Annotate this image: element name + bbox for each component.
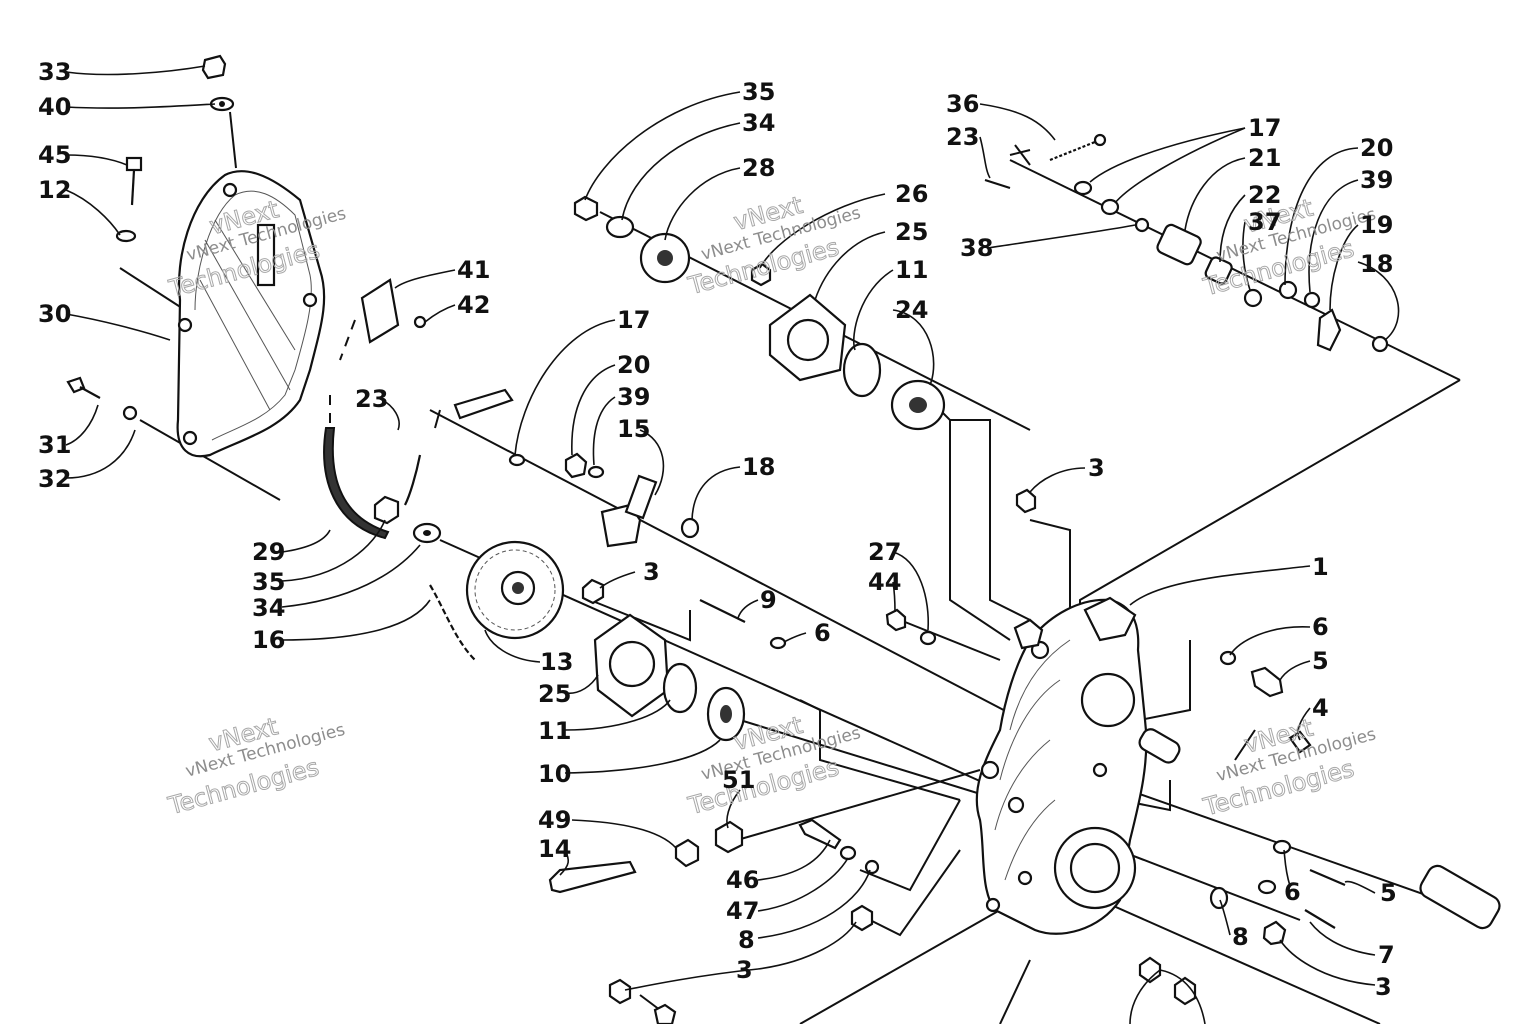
bearing-flange-lower — [593, 613, 746, 742]
callout-label: 26 — [895, 180, 928, 208]
callout-label: 24 — [895, 296, 928, 324]
callout-label: 51 — [722, 766, 755, 794]
callout-label: 42 — [457, 291, 490, 319]
driven-sprocket — [465, 540, 565, 640]
dashed-reference-lines — [329, 319, 356, 440]
callout-label: 34 — [742, 109, 775, 137]
callout-label: 6 — [1284, 878, 1301, 906]
callout-label: 3 — [1375, 973, 1392, 1001]
callout-label: 6 — [814, 619, 831, 647]
dipstick — [115, 156, 143, 243]
callout-label: 39 — [1360, 166, 1393, 194]
callout-label: 49 — [538, 806, 571, 834]
bottom-left-hardware — [548, 488, 1044, 1024]
tensioner-spring-assembly — [984, 133, 1389, 353]
callout-label: 32 — [38, 465, 71, 493]
callout-label: 3 — [643, 558, 660, 586]
callout-label: 46 — [726, 866, 759, 894]
callout-label: 27 — [868, 538, 901, 566]
callout-label: 16 — [252, 626, 285, 654]
lower-sprocket-nut-washer — [373, 495, 442, 544]
callout-label: 7 — [1378, 941, 1395, 969]
callout-label: 22 — [1248, 181, 1281, 209]
callout-label: 37 — [1248, 208, 1281, 236]
callout-label: 19 — [1360, 211, 1393, 239]
callout-label: 33 — [38, 58, 71, 86]
callout-label: 25 — [895, 218, 928, 246]
callout-label: 41 — [457, 256, 490, 284]
callout-label: 17 — [1248, 114, 1281, 142]
callout-label: 20 — [1360, 134, 1393, 162]
callout-label: 35 — [742, 78, 775, 106]
callout-label: 5 — [1380, 879, 1397, 907]
callout-label: 12 — [38, 176, 71, 204]
callout-label: 39 — [617, 383, 650, 411]
callout-label: 15 — [617, 415, 650, 443]
callout-label: 9 — [760, 586, 777, 614]
callout-label: 18 — [1360, 250, 1393, 278]
callout-label: 44 — [868, 568, 901, 596]
callout-label: 20 — [617, 351, 650, 379]
callout-label: 1 — [1312, 553, 1329, 581]
callout-label: 31 — [38, 431, 71, 459]
callout-label: 17 — [617, 306, 650, 334]
callout-label: 11 — [538, 717, 571, 745]
callout-label: 8 — [738, 926, 755, 954]
callout-label: 14 — [538, 835, 571, 863]
callout-label: 6 — [1312, 613, 1329, 641]
chain-case-cover — [176, 170, 326, 458]
callout-label: 38 — [960, 234, 993, 262]
callout-label: 23 — [355, 385, 388, 413]
callout-label: 3 — [1088, 454, 1105, 482]
callout-label: 40 — [38, 93, 71, 121]
cover-bolt — [66, 376, 138, 421]
callout-label: 45 — [38, 141, 71, 169]
callout-leaders — [65, 65, 1400, 1024]
callout-label: 13 — [540, 648, 573, 676]
drive-chain — [429, 584, 476, 661]
watermark-bottom-center: vNext vNext Technologies Technologies — [684, 710, 863, 820]
access-plate — [360, 278, 427, 344]
callout-label: 5 — [1312, 647, 1329, 675]
callout-label: 47 — [726, 897, 759, 925]
housing-right-hardware — [1138, 650, 1501, 1006]
callout-label: 28 — [742, 154, 775, 182]
callout-label: 34 — [252, 594, 285, 622]
callout-labels: 33 40 45 12 30 31 32 41 42 23 29 35 34 1… — [38, 58, 1397, 1001]
callout-label: 21 — [1248, 144, 1281, 172]
callout-label: 29 — [252, 538, 285, 566]
cover-fill-plug — [201, 54, 235, 112]
chain-case-housing — [975, 596, 1148, 935]
bearing-flange-upper — [768, 293, 946, 431]
chain-tensioner-blade — [323, 388, 514, 540]
callout-label: 30 — [38, 300, 71, 328]
callout-label: 35 — [252, 568, 285, 596]
callout-label: 3 — [736, 956, 753, 984]
callout-label: 36 — [946, 90, 979, 118]
callout-label: 8 — [1232, 923, 1249, 951]
callout-label: 10 — [538, 760, 571, 788]
watermark-top-center: vNext vNext Technologies Technologies — [684, 190, 863, 300]
callout-label: 4 — [1312, 694, 1329, 722]
watermark-bottom-right: vNext vNext Technologies Technologies — [1199, 713, 1378, 822]
lower-axis-hardware — [581, 578, 787, 650]
callout-label: 11 — [895, 256, 928, 284]
callout-label: 25 — [538, 680, 571, 708]
tensioner-arm — [508, 452, 700, 548]
callout-label: 23 — [946, 123, 979, 151]
watermark-bottom-left: vNext vNext Technologies Technologies — [164, 712, 347, 821]
callout-label: 18 — [742, 453, 775, 481]
